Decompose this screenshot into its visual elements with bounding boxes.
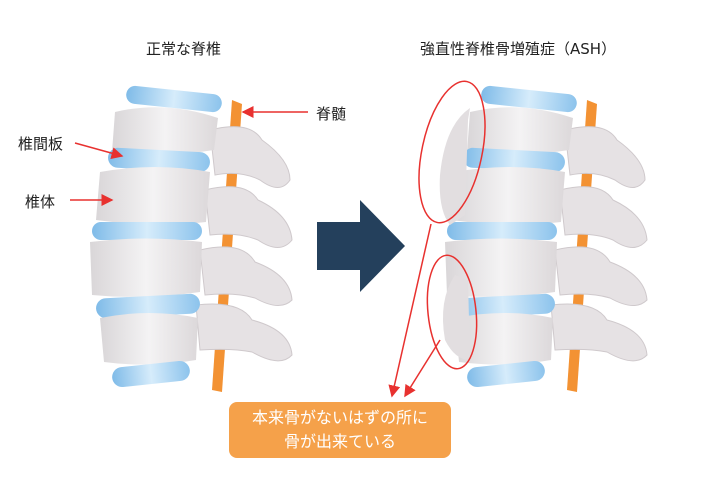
highlight-ellipse-lower	[426, 254, 478, 370]
vertebral-body-label: 椎体	[25, 193, 56, 211]
bone-spur-lower	[442, 275, 470, 360]
normal-spine-illustration	[89, 84, 293, 393]
ash-spine-illustration	[439, 84, 648, 393]
callout-line-2: 骨が出来ている	[283, 432, 396, 451]
callout-pointer-lower	[404, 339, 441, 398]
highlight-ellipse-upper	[418, 80, 486, 224]
disc-pointer	[74, 142, 124, 159]
normal-spine-title: 正常な脊椎	[146, 40, 222, 58]
spinal-cord-label: 脊髄	[316, 105, 347, 123]
intervertebral-disc-label: 椎間板	[18, 135, 64, 153]
callout-line-1: 本来骨がないはずの所に	[251, 408, 428, 427]
callout-box: 本来骨がないはずの所に 骨が出来ている	[229, 402, 451, 458]
transition-arrow-icon	[317, 200, 405, 292]
ash-spine-title: 強直性脊椎骨増殖症（ASH）	[420, 40, 617, 58]
callout-pointer-upper	[388, 223, 432, 398]
bone-spur-upper	[439, 108, 470, 225]
